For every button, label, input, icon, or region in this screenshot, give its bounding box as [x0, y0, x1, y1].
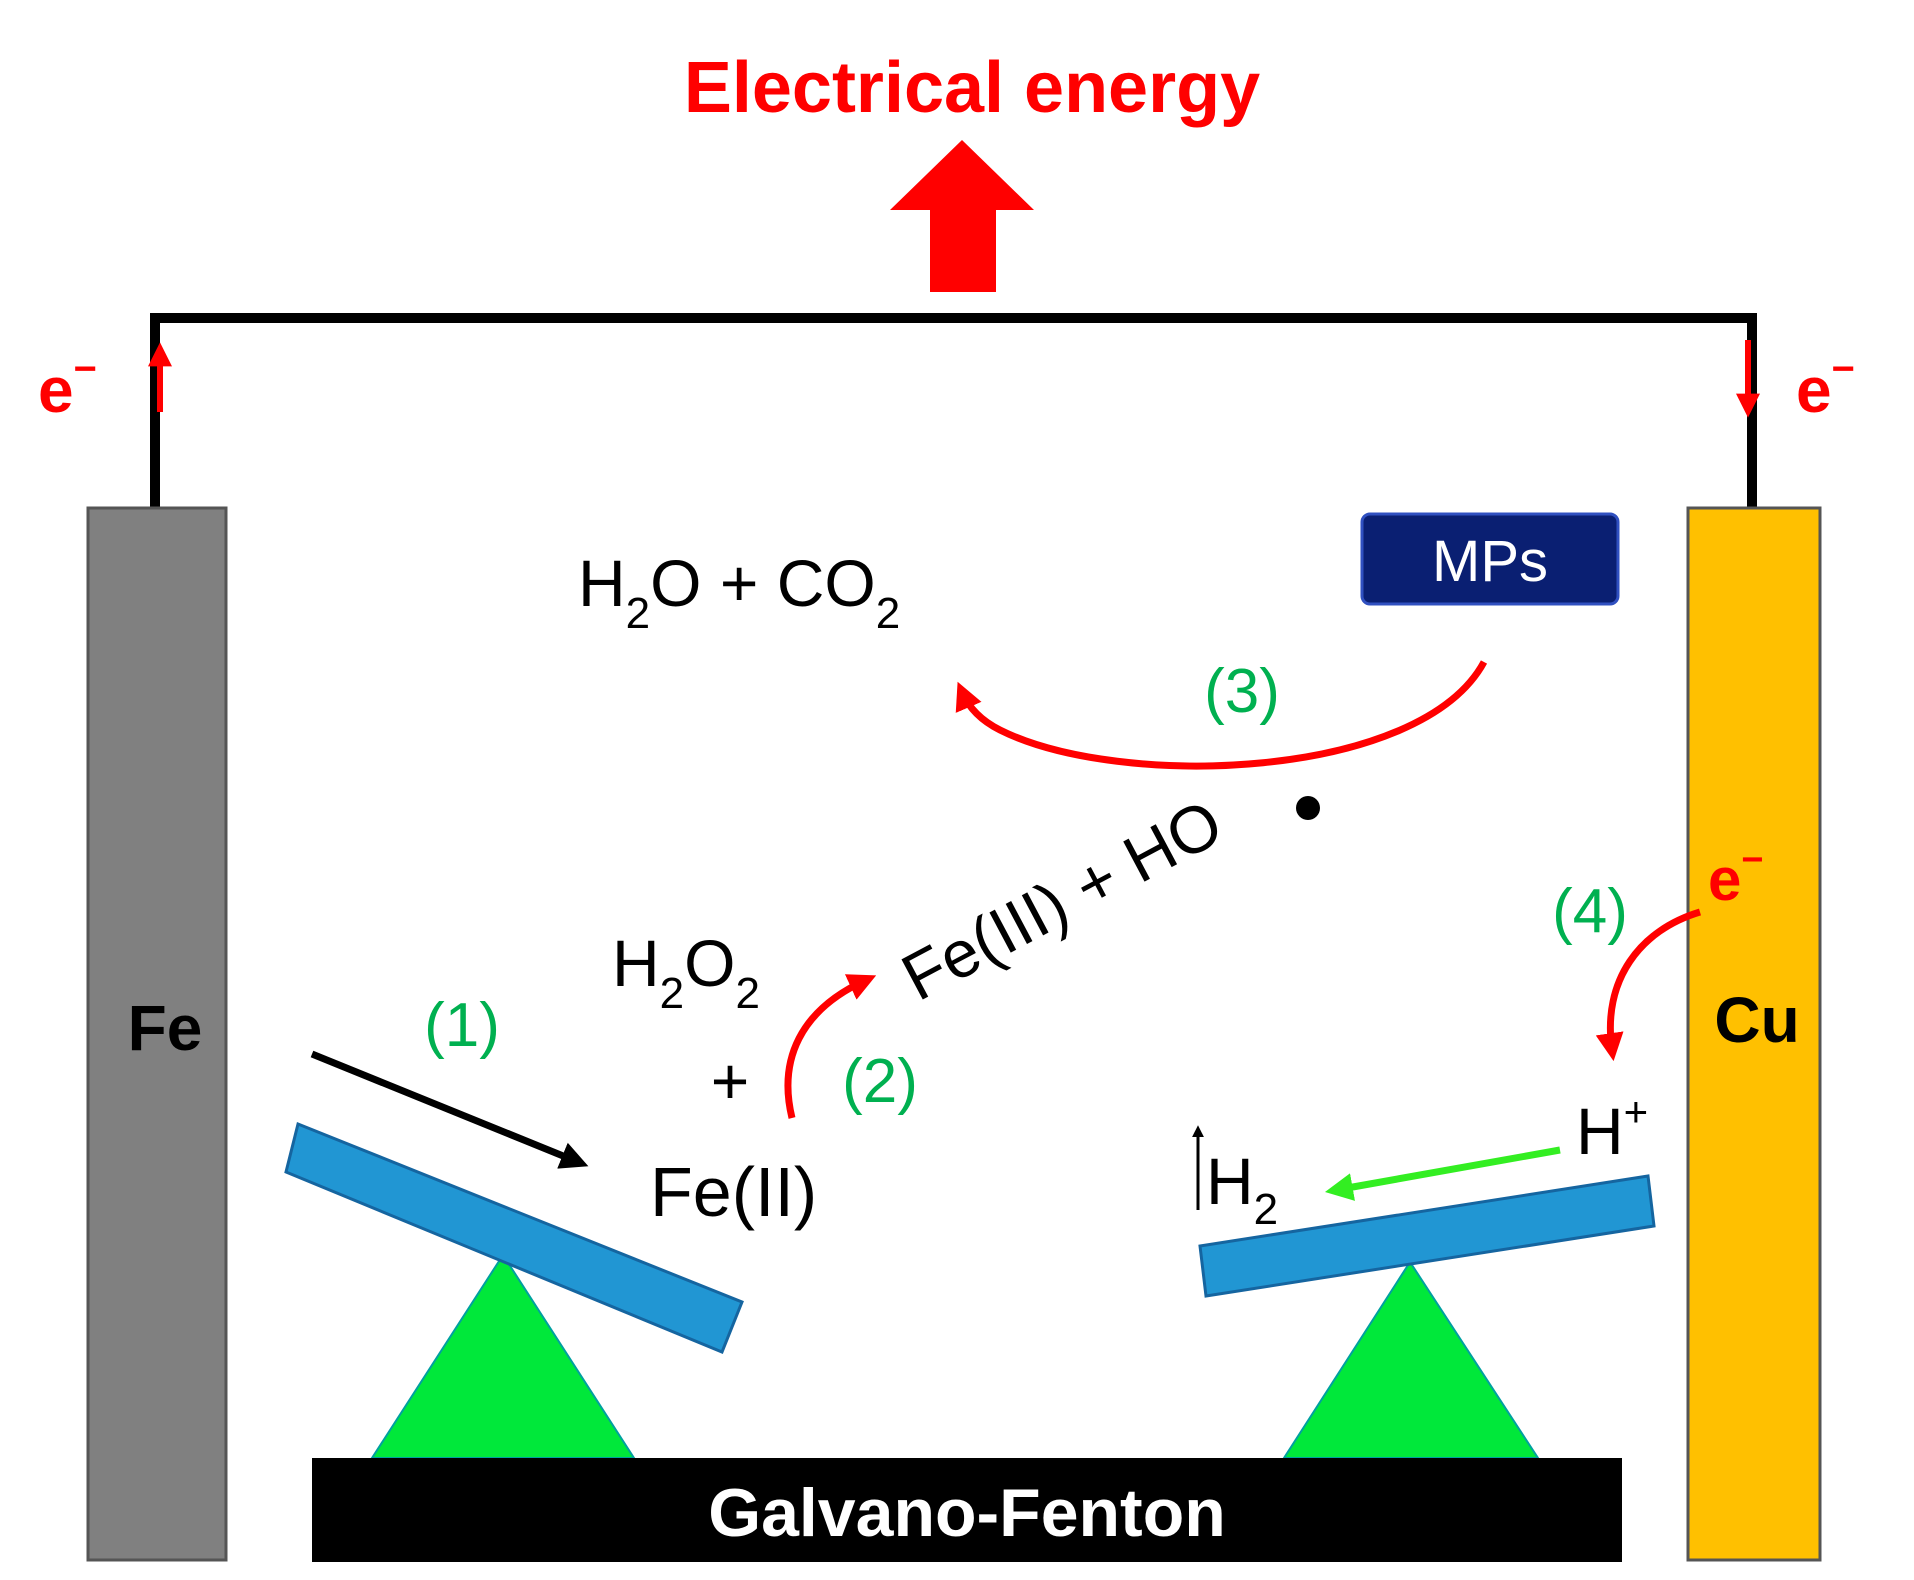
fe3-hoo-label: Fe(III) + HO [890, 785, 1234, 1015]
right-fulcrum [1282, 1260, 1540, 1459]
step1-arrow [310, 1050, 589, 1169]
hydrogen-evolution-arrow [1324, 1146, 1561, 1201]
step2-arrow [784, 974, 877, 1119]
title: Electrical energy [684, 48, 1260, 128]
plus-sign: + [711, 1044, 750, 1118]
radical-dot [1296, 796, 1320, 820]
electron-label-cu: e− [1708, 839, 1764, 913]
electron-label-left: e− [38, 347, 97, 426]
step2-label: (2) [842, 1047, 918, 1116]
external-circuit-wire [150, 313, 1757, 510]
left-seesaw-plank [284, 1121, 744, 1354]
base-label: Galvano-Fenton [708, 1475, 1226, 1551]
h2o2-label: H2O2 [612, 926, 760, 1018]
step3-arrow [955, 660, 1488, 770]
fe-label: Fe [128, 992, 203, 1064]
step3-label: (3) [1204, 657, 1280, 726]
energy-up-arrow-icon [890, 140, 1034, 292]
mps-label: MPs [1432, 529, 1548, 594]
h2-label: H2 [1206, 1144, 1278, 1234]
right-seesaw-plank [1198, 1174, 1656, 1298]
galvano-fenton-base [312, 1458, 1622, 1562]
products-h2o-co2: H2O + CO2 [578, 546, 900, 638]
mps-box [1360, 512, 1620, 606]
fe-electrode [86, 506, 228, 1562]
electron-label-right: e− [1796, 347, 1855, 426]
step1-label: (1) [424, 991, 500, 1060]
step4-label: (4) [1552, 877, 1628, 946]
cu-label: Cu [1714, 984, 1799, 1056]
hplus-label: H+ [1576, 1088, 1648, 1168]
step4-arrow [1595, 908, 1702, 1062]
fe2-label: Fe(II) [650, 1153, 817, 1231]
cu-electrode [1686, 506, 1822, 1562]
fe3-hoo-group: Fe(III) + HO [890, 785, 1234, 1015]
